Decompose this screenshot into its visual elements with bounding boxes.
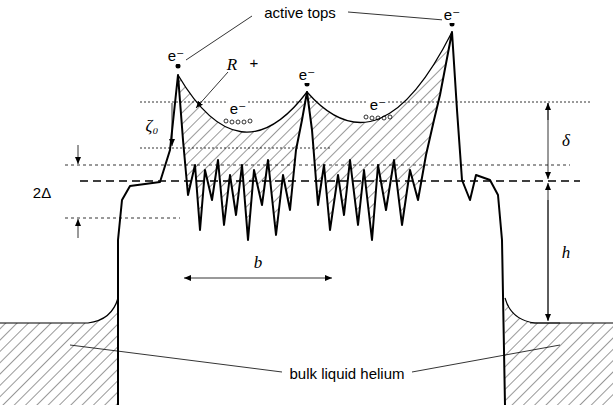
bulk-helium-left bbox=[0, 298, 118, 405]
radius-label: R bbox=[225, 55, 239, 74]
electron-label: e⁻ bbox=[166, 47, 186, 64]
dimension-label: ζ₀ bbox=[144, 116, 161, 135]
rough-substrate bbox=[118, 32, 505, 405]
electron-label: e⁻ bbox=[442, 6, 462, 23]
electron-label: e⁻ bbox=[368, 96, 388, 113]
dimension-label: 2Δ bbox=[31, 184, 53, 201]
dimension-label: δ bbox=[560, 131, 572, 150]
center-mark: + bbox=[248, 54, 261, 71]
electron-label: e⁻ bbox=[297, 66, 317, 83]
dimension-label: h bbox=[560, 243, 573, 262]
callout-text: active tops bbox=[262, 4, 338, 21]
callout-text: bulk liquid helium bbox=[287, 365, 406, 382]
dimension-label: b bbox=[252, 253, 265, 272]
electron-cluster bbox=[224, 115, 392, 124]
electron-label: e⁻ bbox=[228, 100, 248, 117]
electron-arcs bbox=[178, 32, 452, 132]
bulk-helium-right bbox=[505, 298, 613, 405]
